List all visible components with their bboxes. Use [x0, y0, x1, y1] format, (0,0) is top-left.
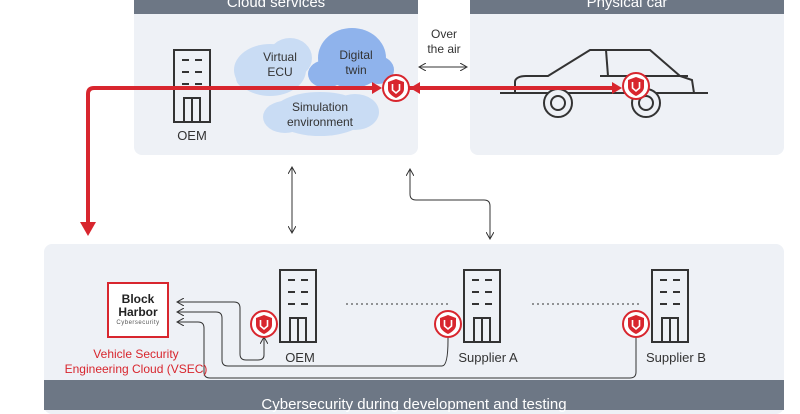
digital-twin-label: Digital twin [339, 48, 373, 77]
cloud-digital-twin [308, 28, 394, 88]
vsec-return-lines [178, 302, 637, 379]
connector-to-cloud [410, 170, 491, 236]
shield-icon-supplier-b [622, 310, 650, 338]
red-arrowhead-right-car [612, 82, 622, 94]
red-connection [86, 86, 612, 228]
diagram-graphics [80, 28, 708, 379]
shield-icon-cloud [382, 74, 410, 102]
oem-label: OEM [177, 128, 207, 143]
ota-label: Over the air [427, 27, 461, 56]
red-arrowhead-down [80, 222, 96, 236]
shield-icon-car [622, 72, 650, 100]
cloud-services-title: Cloud services [226, 0, 326, 11]
shield-icon-oem [250, 310, 278, 338]
car-icon [500, 49, 708, 118]
red-arrowhead-right-cloud [372, 82, 382, 94]
oem-dev-label: OEM [285, 350, 315, 365]
red-arrowhead-left-cloud [410, 82, 420, 94]
cloud-simulation [263, 92, 379, 136]
physical-car-title: Physical car [586, 0, 668, 11]
block-harbor-logo: Block Harbor Cybersecurity [107, 282, 169, 338]
cloud-services-header: Cloud services [134, 0, 418, 14]
cloud-virtual-ecu [234, 38, 312, 96]
supplier-b-building-icon [651, 269, 689, 343]
virtual-ecu-label: Virtual ECU [263, 50, 297, 79]
supplier-a-label: Supplier A [458, 350, 518, 365]
shield-icon-supplier-a [434, 310, 462, 338]
vsec-label: Vehicle Security Engineering Cloud (VSEC… [64, 347, 208, 376]
supplier-a-building-icon [463, 269, 501, 343]
supplier-b-label: Supplier B [646, 350, 706, 365]
physical-car-header: Physical car [470, 0, 784, 14]
simulation-label: Simulation environment [286, 100, 354, 129]
oem-dev-building-icon [279, 269, 317, 343]
